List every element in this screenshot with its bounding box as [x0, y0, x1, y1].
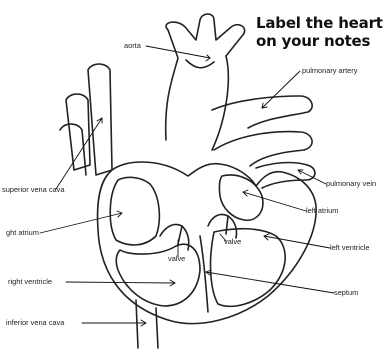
leader-lines [40, 46, 334, 326]
right-ventricle-chamber [116, 244, 200, 306]
left-atrium-chamber [219, 175, 262, 220]
title-line-1: Label the heart [256, 14, 383, 32]
label-aorta: aorta [124, 42, 141, 49]
label-valve-left: valve [168, 255, 185, 262]
septum-line [200, 236, 208, 312]
label-valve-right: valve [224, 238, 241, 245]
label-right-atrium: ght atrium [6, 229, 39, 236]
aorta-shape [166, 14, 245, 150]
left-ventricle-chamber [211, 229, 286, 307]
label-pulmonary-artery: pulmonary artery [302, 67, 357, 74]
superior-vena-cava-shape [60, 64, 112, 175]
label-left-atrium: left atrium [306, 207, 338, 214]
label-right-ventricle: right ventricle [8, 278, 52, 285]
title-line-2: on your notes [256, 32, 370, 50]
label-left-ventricle: left ventricle [330, 244, 369, 251]
label-superior-vena-cava: superior vena cava [2, 186, 64, 193]
label-septum: septum [334, 289, 358, 296]
label-pulmonary-vein: pulmonary vein [326, 180, 376, 187]
label-inferior-vena-cava: inferior vena cava [6, 319, 64, 326]
